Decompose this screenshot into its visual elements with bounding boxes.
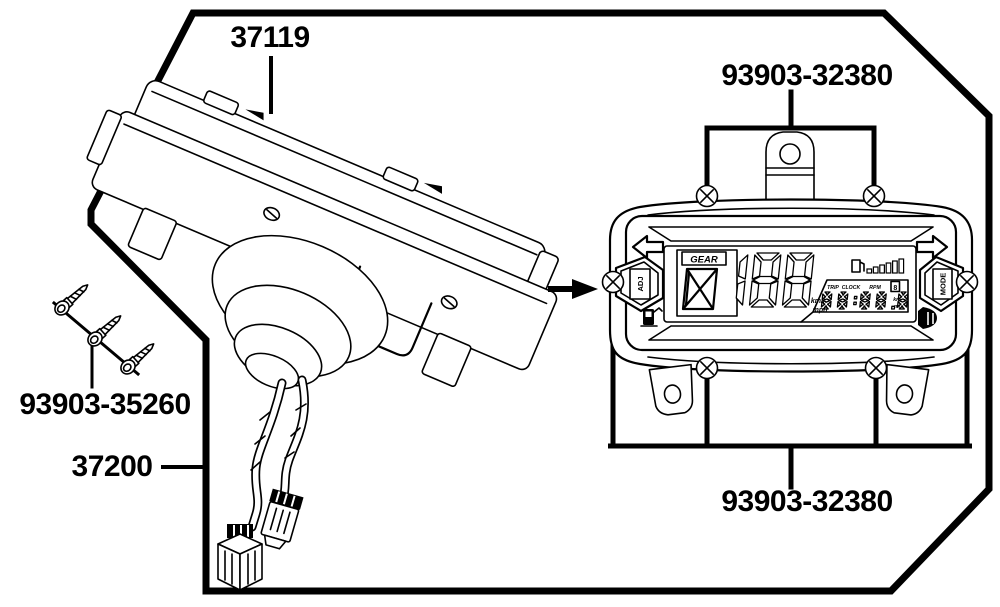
bracket-bottom bbox=[608, 281, 972, 490]
meter-screw-bottom-right bbox=[864, 356, 888, 380]
meter-screw-top-left bbox=[695, 184, 719, 208]
speed-unit-kmh: km/h bbox=[811, 298, 827, 305]
fuel-gauge bbox=[851, 258, 905, 274]
top-mount-tab bbox=[765, 131, 815, 201]
bottom-mount-tab-right bbox=[885, 363, 930, 416]
tapping-screw-2 bbox=[84, 310, 126, 350]
wire-harness bbox=[247, 375, 309, 532]
odo-unit-km: km bbox=[893, 297, 901, 303]
bezel-facets bbox=[648, 226, 934, 341]
wire-wrap-marks bbox=[250, 403, 307, 471]
bottom-mount-tab-left bbox=[648, 363, 694, 416]
right-turn-arrow-icon bbox=[915, 234, 949, 260]
label-part-37119: 37119 bbox=[230, 21, 309, 54]
meter-mount-plate bbox=[86, 109, 558, 388]
odometer-box: TRIP CLOCK RPM 8 km mi bbox=[800, 279, 909, 323]
diagram-border bbox=[87, 9, 993, 595]
odo-label-clock: CLOCK bbox=[842, 285, 862, 291]
meter-rear-housing bbox=[211, 234, 389, 390]
direction-arrow bbox=[548, 279, 598, 299]
odo-flag-digit: 8 bbox=[893, 285, 897, 292]
mount-tab bbox=[127, 207, 177, 261]
meter-case-rear bbox=[86, 79, 559, 388]
odo-label-trip: TRIP bbox=[827, 285, 839, 291]
left-turn-arrow-icon bbox=[631, 234, 665, 260]
fuel-pump-icon bbox=[640, 307, 663, 327]
speedometer-assembly-37200 bbox=[86, 79, 559, 591]
meter-screw-top-right bbox=[862, 184, 886, 208]
connector-large bbox=[217, 524, 263, 591]
gear-label: GEAR bbox=[690, 255, 718, 266]
adjust-button[interactable]: ADJ bbox=[614, 255, 665, 313]
odo-unit-mi: mi bbox=[894, 304, 901, 310]
mode-button-label: MODE bbox=[939, 273, 948, 296]
connector-small bbox=[260, 488, 304, 550]
label-part-93903-32380-bottom: 93903-32380 bbox=[721, 485, 892, 518]
housing-seams bbox=[647, 207, 935, 365]
screw-set-93903-35260 bbox=[51, 279, 159, 389]
label-part-93903-35260: 93903-35260 bbox=[19, 388, 190, 421]
tapping-screw-1 bbox=[51, 279, 93, 319]
odometer-digits bbox=[820, 291, 909, 310]
meter-screw-bottom-left bbox=[695, 356, 719, 380]
meter-front-view: GEAR km/h mph TRIP CLOCK RPM 8 km mi bbox=[601, 131, 979, 416]
mode-button[interactable]: MODE bbox=[918, 255, 965, 313]
gear-indicator-glyph bbox=[681, 267, 719, 311]
speed-unit-mph: mph bbox=[813, 307, 828, 314]
meter-screw-side-left bbox=[601, 270, 625, 294]
bracket-top bbox=[704, 125, 877, 200]
headlight-icon bbox=[918, 307, 937, 329]
label-part-93903-32380-top: 93903-32380 bbox=[721, 59, 892, 92]
mount-tab bbox=[421, 332, 472, 388]
gear-indicator-box: GEAR bbox=[676, 249, 738, 317]
meter-screw-side-right bbox=[955, 270, 979, 294]
tapping-screw-3 bbox=[117, 338, 159, 378]
label-part-37200: 37200 bbox=[72, 450, 153, 483]
speed-digits bbox=[735, 252, 815, 308]
adjust-button-label: ADJ bbox=[636, 276, 645, 291]
callout-leaders bbox=[161, 56, 972, 490]
odo-label-rpm: RPM bbox=[869, 285, 881, 291]
fuel-gauge-bars bbox=[866, 258, 905, 274]
